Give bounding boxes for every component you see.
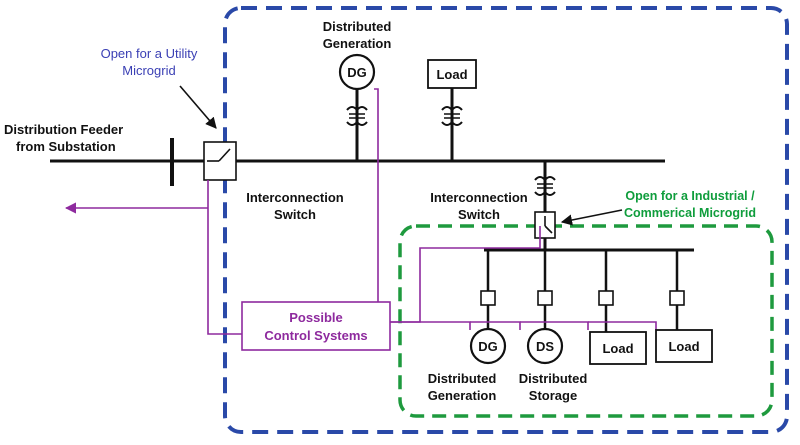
bottom-dg-circle bbox=[469, 327, 507, 365]
industrial-open-label-1: Open for a Industrial / bbox=[625, 189, 755, 203]
bottom-load-label-1: Load bbox=[602, 341, 633, 356]
switch-left-label-2: Switch bbox=[274, 207, 316, 222]
top-dg-symbol: DG bbox=[347, 65, 367, 80]
industrial-open-pointer bbox=[560, 209, 623, 226]
industrial-open-label-2: Commerical Microgrid bbox=[624, 206, 756, 220]
top-dg-label-2: Generation bbox=[323, 36, 392, 51]
control-systems-box bbox=[241, 301, 391, 351]
utility-open-label-1: Open for a Utility bbox=[101, 46, 198, 61]
utility-interconnection-switch bbox=[203, 141, 237, 181]
bottom-dg-symbol: DG bbox=[478, 339, 498, 354]
lower-branches bbox=[480, 250, 685, 332]
control-label-2: Control Systems bbox=[264, 328, 367, 343]
industrial-microgrid-boundary bbox=[398, 224, 774, 418]
ds-circle bbox=[526, 327, 564, 365]
utility-open-pointer bbox=[179, 85, 217, 129]
bottom-load-box-2 bbox=[655, 329, 713, 363]
bottom-load-label-2: Load bbox=[668, 339, 699, 354]
top-dg-label-1: Distributed bbox=[323, 19, 392, 34]
ds-label-2: Storage bbox=[529, 388, 577, 403]
switch-left-label-1: Interconnection bbox=[246, 190, 344, 205]
ds-label-1: Distributed bbox=[519, 371, 588, 386]
top-load-connection bbox=[441, 88, 463, 161]
right-branch bbox=[534, 161, 556, 250]
ds-symbol: DS bbox=[536, 339, 554, 354]
top-dg-connection bbox=[346, 86, 368, 161]
utility-open-label-2: Microgrid bbox=[122, 63, 175, 78]
switch-right-label-2: Switch bbox=[458, 207, 500, 222]
bottom-dg-label-1: Distributed bbox=[428, 371, 497, 386]
top-dg-circle bbox=[338, 53, 376, 91]
bottom-dg-label-2: Generation bbox=[428, 388, 497, 403]
utility-microgrid-boundary bbox=[223, 6, 789, 434]
top-load-box bbox=[427, 59, 477, 89]
control-label-1: Possible bbox=[289, 310, 342, 325]
switch-right-label-1: Interconnection bbox=[430, 190, 528, 205]
feeder-label-1: Distribution Feeder bbox=[4, 122, 123, 137]
feeder-label-2: from Substation bbox=[16, 139, 116, 154]
top-load-label: Load bbox=[436, 67, 467, 82]
control-lines bbox=[64, 88, 657, 335]
bottom-load-box-1 bbox=[589, 331, 647, 365]
